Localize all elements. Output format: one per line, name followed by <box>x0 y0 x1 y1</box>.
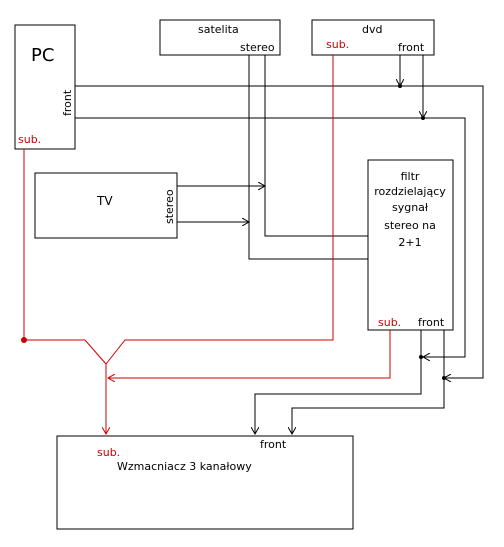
wire-filtr-front-left <box>255 330 422 434</box>
wire-dvd-sub <box>105 55 334 365</box>
filtr-box: filtr rozdzielający sygnał stereo na 2+1… <box>367 159 454 331</box>
filtr-front-label: front <box>418 316 445 329</box>
junction-dot <box>442 376 446 380</box>
pc-title: PC <box>31 45 54 66</box>
wire-pc-sub <box>23 149 107 365</box>
pc-front-label: front <box>61 89 74 116</box>
amp-box: sub. front Wzmacniacz 3 kanałowy <box>56 435 354 530</box>
wire-satelita-right <box>248 55 368 260</box>
filtr-line: stereo na <box>384 219 436 232</box>
wire-satelita-left <box>264 55 368 237</box>
filtr-sub-label: sub. <box>378 316 401 329</box>
junction-dot <box>421 116 425 120</box>
filtr-line: filtr <box>401 170 420 183</box>
pc-box: PC front sub. <box>14 24 76 150</box>
junction-dot <box>419 355 423 359</box>
wire-filtr-sub <box>108 330 391 378</box>
filtr-line: sygnał <box>392 201 429 214</box>
filtr-line: rozdzielający <box>374 185 446 198</box>
dvd-front-label: front <box>398 41 425 54</box>
junction-dot <box>398 84 402 88</box>
amp-sub-label: sub. <box>97 446 120 459</box>
dvd-box: dvd sub. front <box>311 19 435 56</box>
amp-front-label: front <box>260 438 287 451</box>
dvd-sub-label: sub. <box>326 38 349 51</box>
tv-title: TV <box>96 194 113 208</box>
wire-pc-front-top <box>75 85 484 378</box>
pc-sub-label: sub. <box>18 133 41 146</box>
satelita-box: satelita stereo <box>159 19 281 56</box>
amp-title: Wzmacniacz 3 kanałowy <box>117 460 252 473</box>
filtr-line: 2+1 <box>398 236 421 249</box>
dvd-title: dvd <box>362 23 382 36</box>
wire-filtr-front-right <box>292 330 445 434</box>
junction-dot <box>21 337 27 343</box>
tv-stereo-label: stereo <box>163 189 176 224</box>
tv-box: TV stereo <box>34 172 178 239</box>
satelita-stereo-label: stereo <box>240 41 275 54</box>
satelita-title: satelita <box>198 23 239 36</box>
